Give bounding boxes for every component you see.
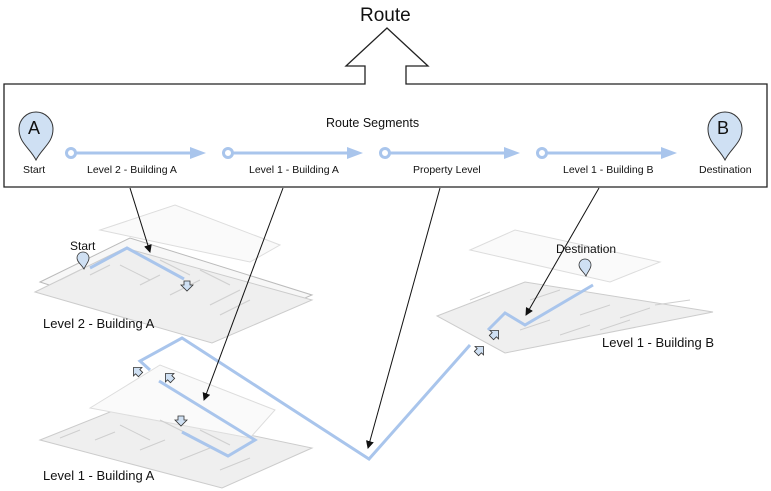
floorplan-label-level1-building-b: Level 1 - Building B — [602, 335, 715, 350]
destination-marker-icon — [578, 258, 592, 277]
end-pin-letter: B — [717, 118, 730, 138]
floorplan-level1-building-a — [38, 364, 314, 489]
segment-label-1: Level 2 - Building A — [87, 164, 177, 176]
segment-arrows — [65, 147, 677, 159]
route-path — [89, 246, 594, 461]
floorplan-label-level2-building-a: Level 2 - Building A — [43, 316, 155, 331]
segment-label-3: Property Level — [413, 164, 481, 176]
segment-label-4: Level 1 - Building B — [563, 164, 654, 176]
pin-b-icon — [707, 111, 743, 162]
floorplan-level1-building-b — [435, 229, 714, 354]
segment-label-2: Level 1 - Building A — [249, 164, 339, 176]
route-up-arrow — [3, 27, 768, 188]
diagram-title: Route — [360, 5, 411, 26]
transition-arrows — [133, 280, 499, 427]
start-pin-letter: A — [28, 118, 41, 138]
floorplan-level2-building-a — [33, 204, 314, 344]
start-pin-label: Start — [23, 164, 46, 176]
start-map-label: Start — [70, 239, 96, 253]
destination-map-label: Destination — [556, 242, 617, 256]
start-marker-icon — [76, 251, 90, 270]
end-pin-label: Destination — [699, 164, 752, 176]
route-segments-heading: Route Segments — [326, 116, 420, 130]
pin-a-icon — [18, 111, 54, 162]
callout-arrows — [129, 187, 600, 449]
floorplan-label-level1-building-a: Level 1 - Building A — [43, 468, 155, 483]
